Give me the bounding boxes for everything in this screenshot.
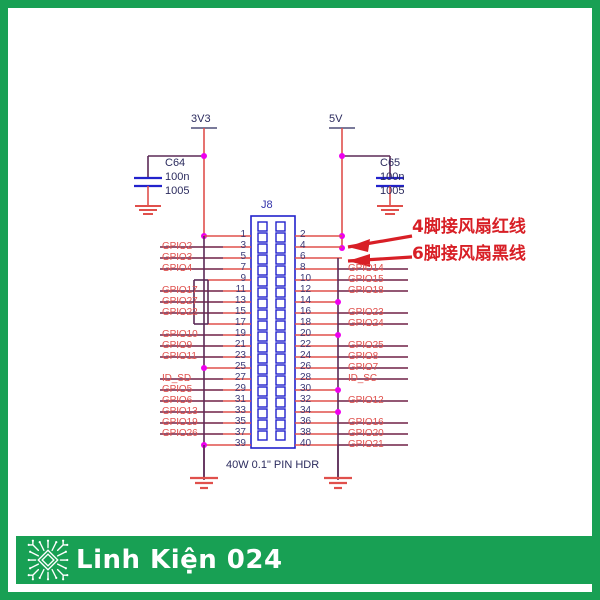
- net-label-gpio8: GPIO8: [348, 351, 379, 362]
- net-label-gpio24: GPIO24: [348, 318, 384, 329]
- pin-number-34: 34: [300, 405, 312, 416]
- annotation-arrows: [347, 234, 413, 267]
- net-label-gpio10: GPIO10: [162, 329, 198, 340]
- pin-number-32: 32: [300, 394, 312, 405]
- pin-number-26: 26: [300, 361, 312, 372]
- brand-name: Linh Kiện 024: [76, 545, 283, 575]
- pin-number-29: 29: [234, 383, 246, 394]
- c64-footprint: 1005: [165, 185, 190, 197]
- pin-number-11: 11: [235, 284, 246, 295]
- net-label-gpio25: GPIO25: [348, 340, 384, 351]
- net-label-gpio13: GPIO13: [162, 406, 198, 417]
- pin-number-4: 4: [300, 240, 306, 251]
- net-label-gpio14: GPIO14: [348, 263, 384, 274]
- capacitor-c64: [134, 156, 162, 215]
- pin-number-39: 39: [234, 438, 246, 449]
- connector-body-j8: [250, 215, 296, 449]
- net-label-gpio9: GPIO9: [162, 340, 193, 351]
- connector-footprint-label: 40W 0.1" PIN HDR: [226, 459, 320, 471]
- pin-number-25: 25: [234, 361, 246, 372]
- net-label-gpio21: GPIO21: [348, 439, 384, 450]
- net-label-gpio6: GPIO6: [162, 395, 193, 406]
- c65-value: 100n: [380, 171, 405, 183]
- pin-number-24: 24: [300, 350, 312, 361]
- schematic-canvas: 3V3 5V C64 100n 1005 C65 100n 1005 J8 40…: [8, 8, 592, 528]
- pin-number-38: 38: [300, 427, 312, 438]
- pin-number-17: 17: [234, 317, 246, 328]
- capacitor-c65: [376, 156, 404, 215]
- annotation-fan-red-wire: 4脚接风扇红线: [412, 217, 526, 237]
- ground-symbol-right: [324, 445, 352, 490]
- schematic-svg: [134, 127, 413, 490]
- pin-number-33: 33: [234, 405, 246, 416]
- pin-number-31: 31: [234, 394, 246, 405]
- net-label-gpio22: GPIO22: [162, 307, 198, 318]
- rail-label-3v3: 3V3: [191, 113, 211, 125]
- net-label-gpio4: GPIO4: [162, 263, 193, 274]
- pin-number-37: 37: [234, 427, 246, 438]
- pin-number-5: 5: [240, 251, 246, 262]
- c65-designator: C65: [380, 157, 401, 169]
- pin-number-36: 36: [300, 416, 312, 427]
- net-label-gpio12: GPIO12: [348, 395, 384, 406]
- pin-number-8: 8: [300, 262, 306, 273]
- pin-number-14: 14: [300, 295, 312, 306]
- net-label-gpio3: GPIO3: [162, 252, 193, 263]
- pin-number-21: 21: [234, 339, 246, 350]
- pin-number-28: 28: [300, 372, 312, 383]
- net-label-id_sc: ID_SC: [348, 373, 377, 384]
- connector-designator: J8: [261, 199, 273, 211]
- pin-number-18: 18: [300, 317, 312, 328]
- pin-number-35: 35: [234, 416, 246, 427]
- chip-icon: [27, 539, 69, 581]
- net-label-gpio20: GPIO20: [348, 428, 384, 439]
- net-label-gpio17: GPIO17: [162, 285, 198, 296]
- pin-number-40: 40: [300, 438, 312, 449]
- pin-number-10: 10: [300, 273, 312, 284]
- pin-number-12: 12: [300, 284, 312, 295]
- pin-number-30: 30: [300, 383, 312, 394]
- annotation-fan-black-wire: 6脚接风扇黑线: [412, 244, 526, 264]
- pin-number-2: 2: [300, 229, 306, 240]
- left-pin-wires: [160, 235, 251, 480]
- pin-number-1: 1: [240, 229, 246, 240]
- net-label-gpio2: GPIO2: [162, 241, 193, 252]
- c64-value: 100n: [165, 171, 190, 183]
- pin-number-20: 20: [300, 328, 312, 339]
- pin-number-6: 6: [300, 251, 306, 262]
- net-label-gpio27: GPIO27: [162, 296, 198, 307]
- net-label-gpio19: GPIO19: [162, 417, 198, 428]
- footer-banner: Linh Kiện 024: [16, 536, 336, 584]
- net-label-gpio7: GPIO7: [348, 362, 379, 373]
- pin-number-23: 23: [234, 350, 246, 361]
- pin-number-9: 9: [240, 273, 246, 284]
- pin-number-27: 27: [234, 372, 246, 383]
- net-label-gpio23: GPIO23: [348, 307, 384, 318]
- pin-number-22: 22: [300, 339, 312, 350]
- net-label-gpio16: GPIO16: [348, 417, 384, 428]
- pin-number-3: 3: [240, 240, 246, 251]
- net-label-gpio11: GPIO11: [162, 351, 197, 362]
- right-pin-wires: [295, 235, 408, 480]
- pin-number-7: 7: [240, 262, 246, 273]
- pin-number-19: 19: [234, 328, 246, 339]
- net-label-id_sd: ID_SD: [162, 373, 191, 384]
- c65-footprint: 1005: [380, 185, 405, 197]
- ground-symbol-left: [190, 445, 218, 490]
- net-label-gpio15: GPIO15: [348, 274, 384, 285]
- pin-number-13: 13: [234, 295, 246, 306]
- pin-number-15: 15: [234, 306, 246, 317]
- c64-designator: C64: [165, 157, 186, 169]
- net-label-gpio26: GPIO26: [162, 428, 198, 439]
- rail-3v3: [148, 127, 217, 239]
- net-label-gpio18: GPIO18: [348, 285, 384, 296]
- pin-number-16: 16: [300, 306, 312, 317]
- rail-label-5v: 5V: [329, 113, 343, 125]
- net-label-gpio5: GPIO5: [162, 384, 193, 395]
